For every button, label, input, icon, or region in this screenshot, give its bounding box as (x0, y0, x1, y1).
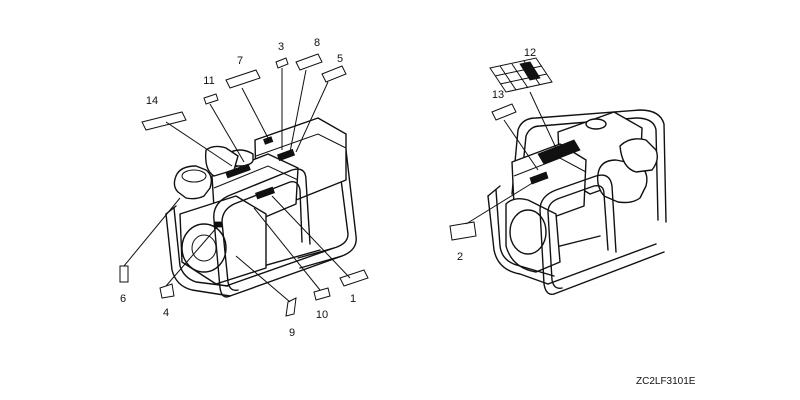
callout-12: 12 (524, 47, 536, 59)
drawing-code: ZC2LF3101E (636, 376, 696, 387)
callout-11: 11 (203, 75, 214, 87)
decal-2 (449, 221, 477, 241)
decal-1 (339, 269, 369, 287)
decal-5 (321, 65, 347, 83)
decal-3 (275, 57, 289, 69)
callout-8: 8 (314, 37, 320, 49)
leader-lines-left (123, 68, 351, 303)
decal-4 (159, 283, 175, 299)
label-mark-13 (529, 171, 549, 185)
decal-12 (489, 57, 553, 93)
callout-4: 4 (163, 307, 169, 319)
callout-3: 3 (278, 41, 284, 53)
decal-14 (141, 111, 187, 131)
callout-14: 14 (146, 95, 158, 107)
label-mark-12 (537, 139, 581, 165)
label-mark-3 (263, 136, 274, 145)
label-mark-4 (213, 221, 223, 228)
callout-10: 10 (316, 309, 328, 321)
decal-8 (295, 53, 323, 71)
callout-2: 2 (457, 251, 463, 263)
callout-1: 1 (350, 293, 356, 305)
label-mark-8 (276, 148, 296, 162)
decal-9 (285, 297, 297, 317)
decal-10 (313, 287, 331, 301)
callout-13: 13 (492, 89, 504, 101)
decal-11 (203, 93, 219, 105)
label-mark-1 (255, 186, 275, 200)
callout-9: 9 (289, 327, 295, 339)
callout-6: 6 (120, 293, 126, 305)
left-pump-assembly (165, 117, 357, 298)
decal-6 (119, 265, 129, 283)
decal-13 (491, 103, 517, 121)
right-pump-assembly (487, 109, 667, 295)
label-mark-7 (225, 163, 251, 179)
callout-5: 5 (337, 53, 343, 65)
decal-7 (225, 69, 261, 89)
leader-lines-right (465, 91, 557, 225)
callout-7: 7 (237, 55, 243, 67)
